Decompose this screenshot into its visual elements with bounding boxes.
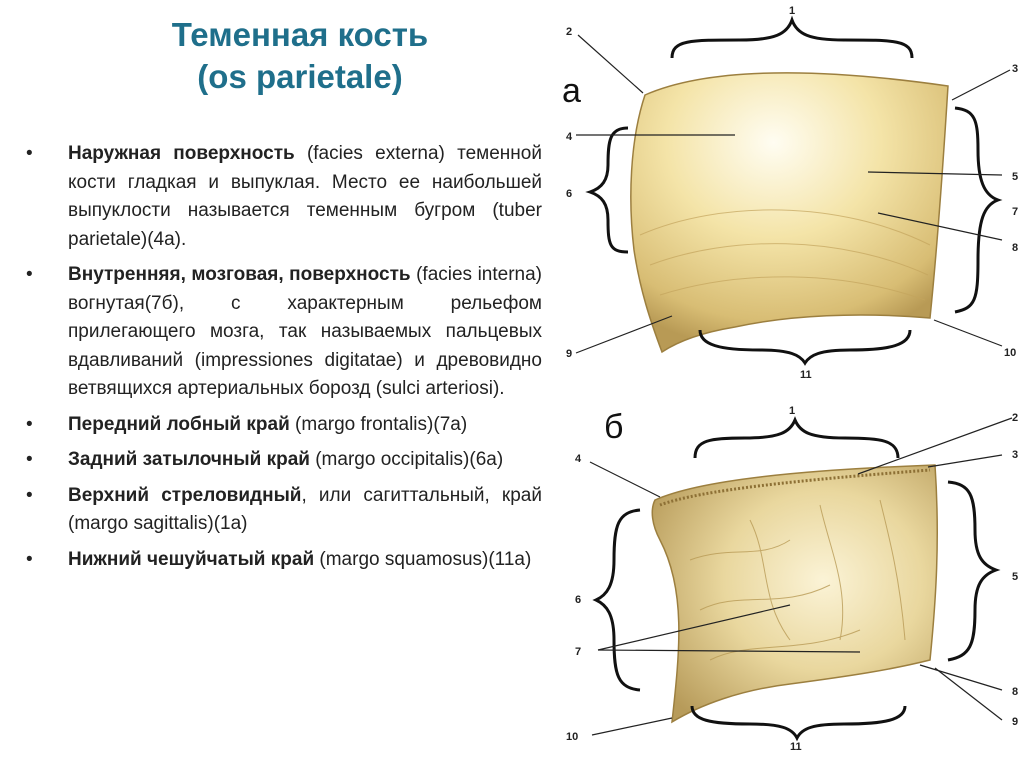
brace-a-left [585, 126, 629, 254]
figure-letter-b: б [604, 408, 624, 446]
label-a-8: 8 [1012, 242, 1018, 254]
label-b-10: 10 [566, 731, 578, 743]
parietal-bone-figure: 1 2 3 4 5 6 7 8 9 10 11 1 2 [552, 0, 1024, 767]
leader-lines-b [589, 417, 1013, 736]
brace-b-left [592, 508, 641, 692]
label-b-1: 1 [789, 405, 795, 417]
label-b-8: 8 [1012, 686, 1018, 698]
label-b-11: 11 [790, 741, 802, 753]
description: (margo frontalis)(7а) [289, 413, 468, 435]
label-b-2: 2 [1012, 412, 1018, 424]
bone-a-shape [630, 72, 949, 354]
label-a-10: 10 [1004, 347, 1016, 359]
term: Наружная поверхность [68, 143, 295, 164]
list-item: Наружная поверхность (facies externa) те… [26, 140, 542, 254]
bone-illustration: 1 2 3 4 5 6 7 8 9 10 11 1 2 [566, 5, 1018, 753]
list-item: Нижний чешуйчатый край (margo squamosus)… [26, 546, 542, 575]
label-a-3: 3 [1012, 63, 1018, 75]
term: Внутренняя, мозговая, поверхность [68, 264, 411, 285]
bullet-list: Наружная поверхность (facies externa) те… [26, 140, 542, 581]
list-item: Верхний стреловидный, или сагиттальный, … [26, 482, 542, 539]
term: Нижний чешуйчатый край [68, 548, 315, 570]
description: (margo occipitalis)(6а) [309, 449, 504, 470]
list-item: Внутренняя, мозговая, поверхность (facie… [26, 261, 542, 404]
label-a-7: 7 [1012, 206, 1018, 218]
term: Передний лобный край [68, 413, 290, 435]
description: (facies interna) вогнутая(7б), с характе… [68, 264, 542, 399]
label-a-1: 1 [789, 5, 795, 17]
page-title: Теменная кость (os parietale) [40, 14, 560, 98]
list-item: Передний лобный край (margo frontalis)(7… [26, 411, 542, 440]
label-b-4: 4 [575, 453, 582, 465]
label-a-6: 6 [566, 188, 572, 200]
label-a-11: 11 [800, 369, 812, 381]
description: , или сагиттальный, край (margo sagittal… [68, 484, 542, 535]
brace-b-right [947, 480, 1001, 662]
label-a-4: 4 [566, 131, 573, 143]
leader-lines-a [575, 34, 1011, 354]
label-a-2: 2 [566, 26, 572, 38]
label-a-5: 5 [1012, 171, 1018, 183]
list-item: Задний затылочный край (margo occipitali… [26, 446, 542, 475]
label-b-3: 3 [1012, 449, 1018, 461]
description: (margo squamosus)(11а) [314, 548, 532, 570]
figure-letter-a: а [562, 72, 581, 110]
brace-a-bottom [698, 329, 912, 366]
bone-b-grooves [689, 499, 906, 661]
label-b-5: 5 [1012, 571, 1018, 583]
brace-b-top [693, 416, 900, 459]
brace-a-top [670, 15, 914, 59]
description: (facies externa) теменной кости гладкая … [68, 143, 542, 250]
label-b-6: 6 [575, 594, 581, 606]
term: Задний затылочный край [68, 449, 310, 470]
brace-b-bottom [690, 705, 907, 742]
bone-a-ridges [639, 209, 931, 301]
brace-a-right [954, 106, 1003, 314]
label-b-7: 7 [575, 646, 581, 658]
term: Верхний стреловидный [68, 484, 302, 506]
label-a-9: 9 [566, 348, 572, 360]
bone-b-inner-edge [659, 468, 931, 507]
title-line-1: Теменная кость [171, 16, 429, 53]
label-b-9: 9 [1012, 716, 1018, 728]
bone-b-shape [651, 464, 938, 724]
title-line-2: (os parietale) [197, 58, 403, 95]
